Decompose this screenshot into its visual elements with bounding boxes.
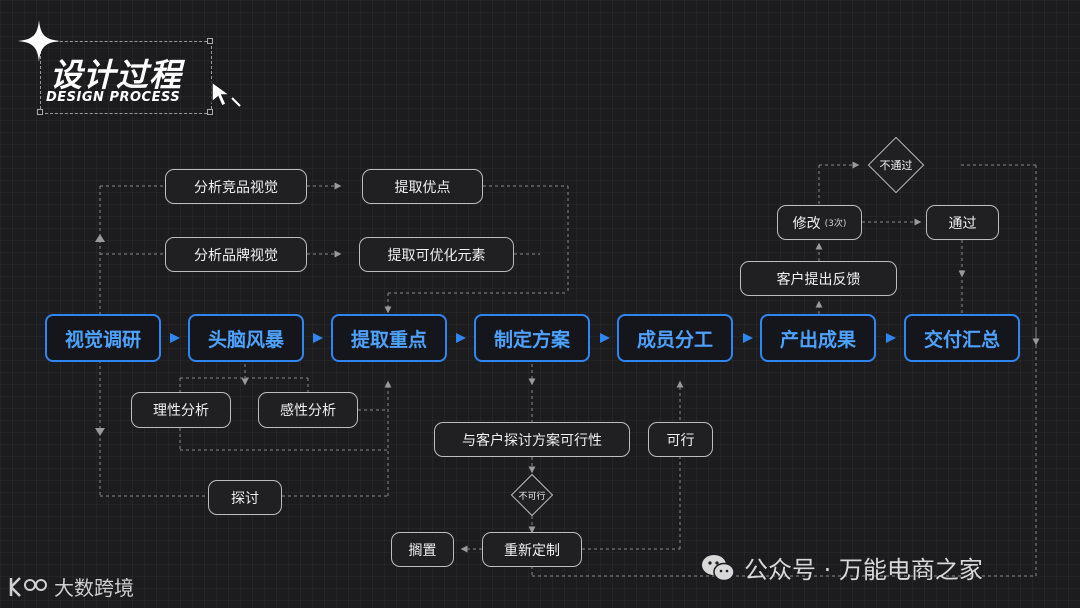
node-feasible: 可行 xyxy=(648,422,713,457)
watermark-right: 公众号 · 万能电商之家 xyxy=(700,550,983,585)
selection-handle xyxy=(207,38,213,44)
node-rational-analysis: 理性分析 xyxy=(131,392,231,428)
node-discuss: 探讨 xyxy=(208,480,282,515)
step-extract-key-points: 提取重点 xyxy=(331,314,447,362)
node-client-feedback: 客户提出反馈 xyxy=(740,261,897,296)
node-emotional-analysis: 感性分析 xyxy=(258,392,358,428)
watermark-account-text: 公众号 · 万能电商之家 xyxy=(744,556,983,584)
revise-label: 修改 xyxy=(792,215,821,232)
node-analyze-brand-visual: 分析品牌视觉 xyxy=(165,237,307,272)
watermark-brand-text: 大数跨境 xyxy=(54,576,134,600)
node-extract-strengths: 提取优点 xyxy=(362,169,483,204)
revise-count-note: (3次) xyxy=(824,219,847,229)
step-deliver-summary: 交付汇总 xyxy=(904,314,1020,362)
node-shelve: 搁置 xyxy=(391,532,454,567)
node-analyze-competitor-visual: 分析竞品视觉 xyxy=(165,169,307,204)
title-selection-box xyxy=(40,41,212,114)
selection-handle xyxy=(207,109,213,115)
selection-handle xyxy=(37,109,43,115)
cursor-icon xyxy=(211,80,241,108)
step-visual-research: 视觉调研 xyxy=(45,314,161,362)
step-produce-results: 产出成果 xyxy=(760,314,876,362)
node-extract-optimizable: 提取可优化元素 xyxy=(359,237,514,272)
node-recustomize: 重新定制 xyxy=(482,532,582,567)
wechat-icon xyxy=(702,554,735,581)
step-make-plan: 制定方案 xyxy=(474,314,590,362)
decision-label-not-passed: 不通过 xyxy=(879,159,913,172)
page-title: 设计过程 xyxy=(50,56,183,94)
decision-label-not-feasible: 不可行 xyxy=(518,491,546,502)
node-passed: 通过 xyxy=(926,205,999,240)
step-brainstorm: 头脑风暴 xyxy=(188,314,304,362)
node-revise: 修改 (3次) xyxy=(777,205,862,240)
step-assign-tasks: 成员分工 xyxy=(617,314,733,362)
brand-logo-icon xyxy=(9,576,47,597)
sparkle-icon xyxy=(18,20,60,62)
page-subtitle: DESIGN PROCESS xyxy=(46,90,181,105)
watermark-left: 大数跨境 xyxy=(8,572,134,601)
node-client-feasibility: 与客户探讨方案可行性 xyxy=(434,422,630,457)
